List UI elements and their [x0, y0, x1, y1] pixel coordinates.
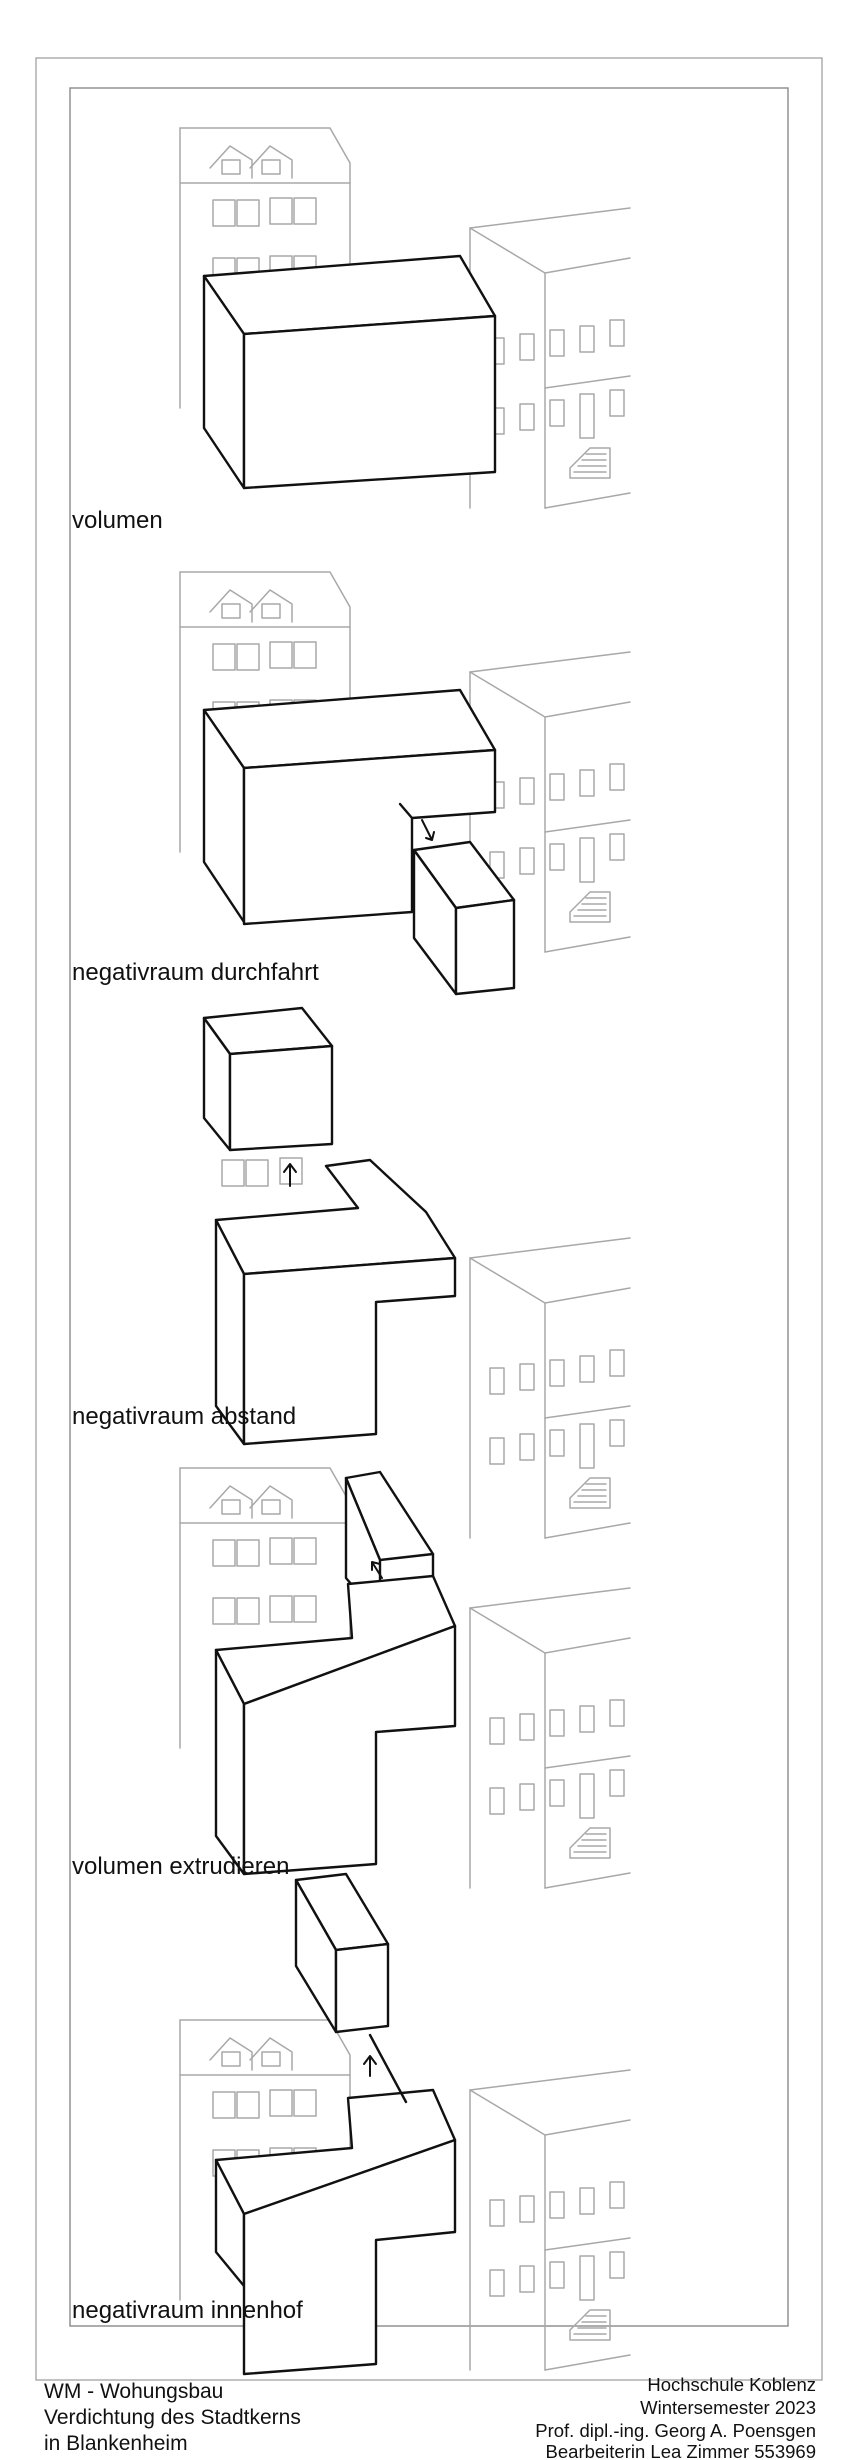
stage-negativraum-innenhof: [179, 1872, 631, 2376]
project-subtitle: Verdichtung des Stadtkerns: [44, 2406, 301, 2429]
arrow-up-icon: [363, 2055, 377, 2077]
stage-negativraum-abstand: [202, 1006, 631, 1539]
stage-volumen-extrudieren: [179, 1467, 631, 1889]
semester: Wintersemester 2023: [640, 2397, 816, 2418]
stage-volumen: [179, 127, 631, 509]
context-house-right: [469, 2069, 631, 2371]
project-title: WM - Wohungsbau: [44, 2380, 223, 2403]
arrow-up-icon: [371, 1561, 383, 1579]
university-name: Hochschule Koblenz: [647, 2374, 816, 2395]
remaining-volume: [214, 1158, 457, 1446]
outer-frame: [35, 57, 823, 2381]
lifted-block: [202, 1006, 334, 1152]
professor: Prof. dipl.-ing. Georg A. Poensgen: [535, 2420, 816, 2441]
volume-with-passage: [202, 688, 497, 926]
author: Bearbeiterin Lea Zimmer 553969: [546, 2441, 816, 2460]
footer-credits: Hochschule Koblenz Wintersemester 2023 P…: [535, 2374, 816, 2460]
project-location: in Blankenheim: [44, 2432, 188, 2455]
stage-label-negativraum-durchfahrt: negativraum durchfahrt: [72, 959, 319, 986]
stage-label-negativraum-abstand: negativraum abstand: [72, 1403, 296, 1430]
volume-block: [202, 254, 497, 490]
stage-label-volumen: volumen: [72, 507, 163, 534]
subtracted-block: [412, 840, 516, 996]
inner-frame: [69, 87, 789, 2327]
arrow-up-icon: [283, 1163, 297, 1187]
stage-label-negativraum-innenhof: negativraum innenhof: [72, 2297, 303, 2324]
courtyard-volume: [214, 1872, 457, 2376]
extruded-volume: [214, 1470, 457, 1876]
footer-project-info: WM - Wohungsbau Verdichtung des Stadtker…: [44, 2380, 301, 2455]
stage-label-volumen-extrudieren: volumen extrudieren: [72, 1853, 289, 1880]
stage-negativraum-durchfahrt: [179, 571, 631, 996]
context-house-right: [469, 1587, 631, 1889]
arrow-down-icon: [421, 819, 435, 841]
context-house-right: [469, 1237, 631, 1539]
